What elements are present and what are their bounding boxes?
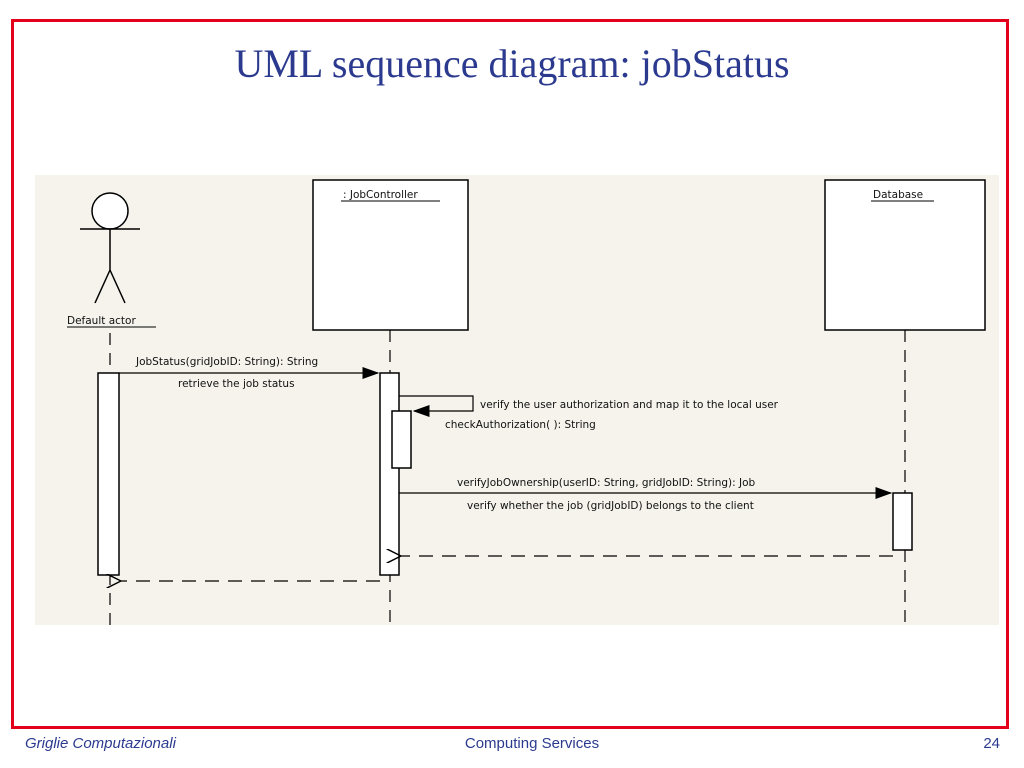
slide-title: UML sequence diagram: jobStatus [234,41,790,86]
actor-left-leg [94,269,111,304]
job-status-note: retrieve the job status [178,378,295,390]
footer-course: Griglie Computazionali [25,735,176,752]
actor-head [91,192,129,230]
sequence-diagram: Default actor : JobController Database J… [35,175,999,625]
verify-ownership-label: verifyJobOwnership(userID: String, gridJ… [457,477,756,489]
database-activation [892,492,913,551]
actor-right-leg [109,269,126,304]
sequence-diagram-canvas: Default actor : JobController Database J… [67,179,986,625]
footer-topic: Computing Services [464,735,600,752]
verify-ownership-note: verify whether the job (gridJobID) belon… [467,500,754,512]
controller-box [312,179,469,331]
controller-nested-activation [391,410,412,469]
footer-page-number: 24 [983,735,1000,752]
check-auth-label: checkAuthorization( ): String [445,419,596,431]
slide-frame [11,19,1009,729]
database-label: Database [873,189,923,201]
actor-label: Default actor [67,315,136,327]
check-auth-note: verify the user authorization and map it… [480,399,779,411]
job-status-label: JobStatus(gridJobID: String): String [135,356,318,368]
actor-figure [80,192,140,304]
database-box [824,179,986,331]
controller-activation [379,372,400,576]
check-auth-arrow [399,395,474,417]
controller-label: : JobController [343,189,418,201]
actor-activation [97,372,120,576]
